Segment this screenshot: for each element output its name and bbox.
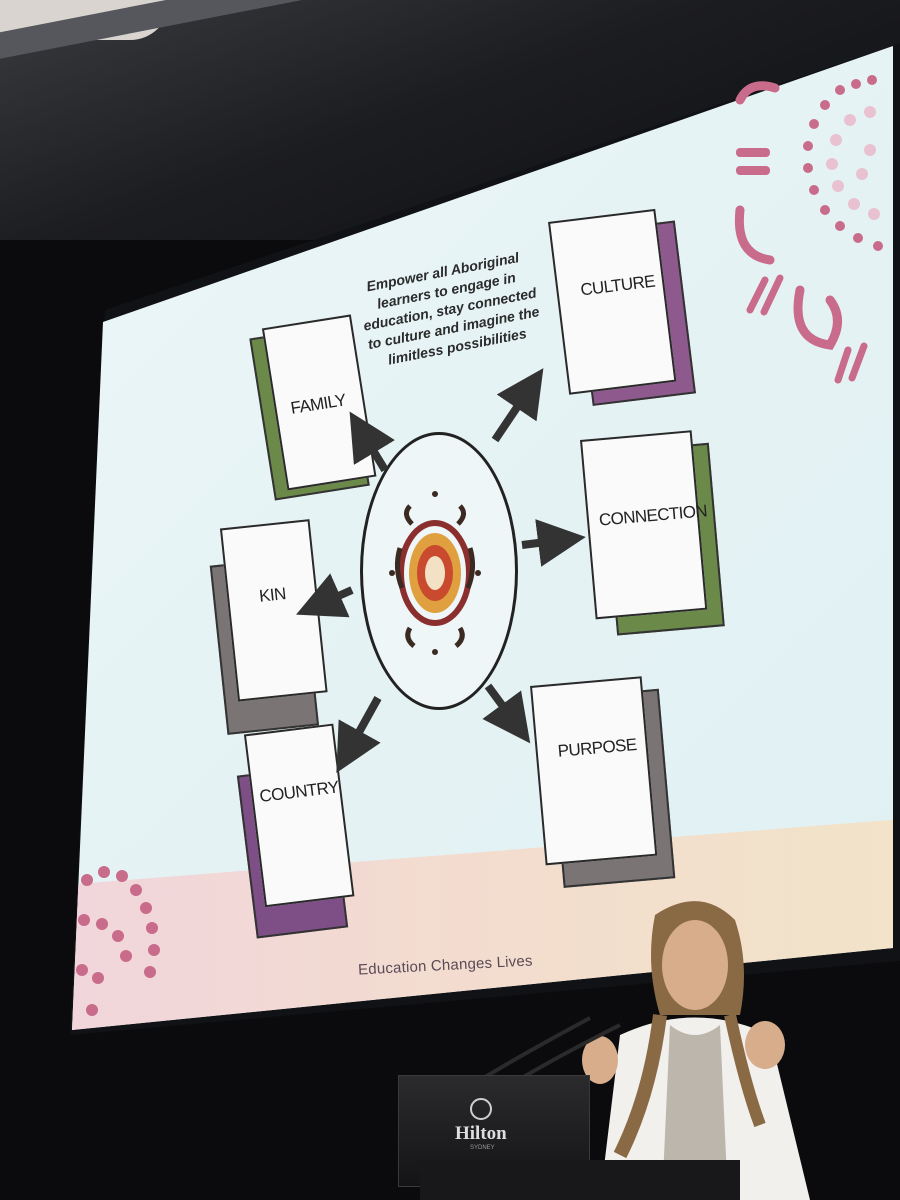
arrow-icon: [349, 411, 395, 473]
podium-brand-sub: SYDNEY: [470, 1145, 495, 1151]
speaker-figure: [582, 901, 810, 1200]
podium-brand: Hilton: [455, 1123, 507, 1144]
dot-art-bottom-left-icon: [76, 866, 160, 1016]
arrow-icon: [336, 696, 382, 773]
aboriginal-dot-art-icon: [389, 491, 481, 655]
arrow-icon: [521, 519, 586, 567]
arrow-icon: [296, 573, 354, 618]
podium-base: [420, 1160, 740, 1200]
hilton-logo-icon: [470, 1098, 492, 1120]
arrow-icon: [482, 683, 531, 744]
arrow-icon: [491, 368, 544, 443]
dot-art-top-right-icon: [734, 75, 883, 384]
